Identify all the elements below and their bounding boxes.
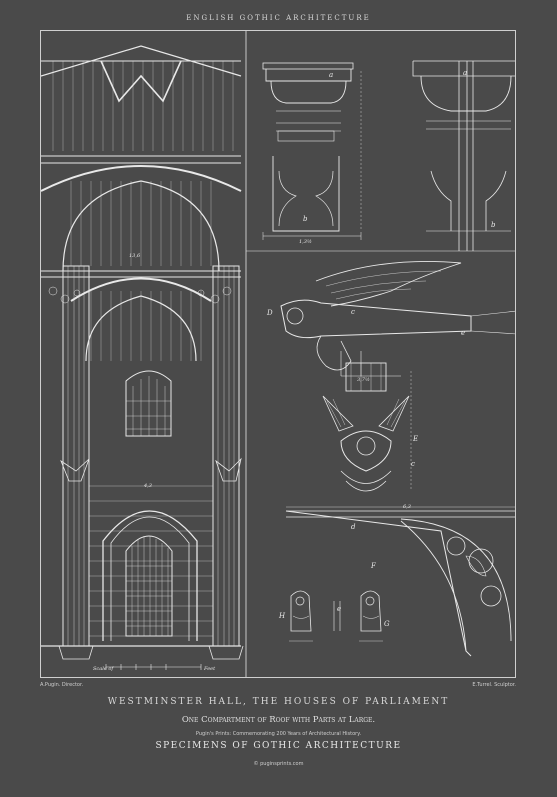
letter-c-mid: c xyxy=(351,308,355,316)
letter-e-upper: E xyxy=(412,435,418,443)
dimension-label: 4,3 xyxy=(143,483,152,489)
drawing-plate: Scale of Feet 4,3 13,6 a b 1,3½ xyxy=(40,30,516,678)
letter-c-lower: c xyxy=(411,460,415,468)
moulding-section-ab: a b 1,3½ xyxy=(262,62,362,245)
dimension-label: 3,7½ xyxy=(357,376,370,383)
angel-head-corbel-e: 3,7½ E c xyxy=(322,362,418,492)
roof-elevation: Scale of Feet 4,3 13,6 xyxy=(41,45,244,672)
letter-h: H xyxy=(278,612,286,620)
dimension-label: 13,6 xyxy=(129,253,141,259)
website-credit: © puginsprints.com xyxy=(253,761,304,767)
header-title: ENGLISH GOTHIC ARCHITECTURE xyxy=(186,14,371,22)
sculptor-credit: E.Turrel. Sculptor. xyxy=(472,682,516,688)
letter-b-upper: b xyxy=(303,215,308,223)
commemorative-note: Pugin's Prints: Commemorating 200 Years … xyxy=(195,731,362,737)
post-capital-elevation: a b xyxy=(412,60,515,251)
letter-b-right: b xyxy=(491,221,496,229)
scale-unit: Feet xyxy=(203,666,216,672)
letter-d-upper: D xyxy=(266,309,273,317)
plate-title: WESTMINSTER HALL, THE HOUSES OF PARLIAME… xyxy=(107,697,450,707)
scale-label: Scale of xyxy=(93,666,114,672)
letter-e-lower: e xyxy=(337,605,341,613)
pierced-spandrel-f: 6,3 d F xyxy=(285,504,515,657)
director-credit: A.Pugin. Director. xyxy=(40,682,84,688)
series-title: SPECIMENS OF GOTHIC ARCHITECTURE xyxy=(155,741,402,751)
dimension-label: 6,3 xyxy=(403,504,411,510)
letter-a-right: a xyxy=(463,69,467,77)
letter-e-mid: e xyxy=(461,329,465,337)
architectural-drawing: Scale of Feet 4,3 13,6 a b 1,3½ xyxy=(41,31,515,677)
dimension-label: 1,3½ xyxy=(299,238,312,245)
angel-corbel-d: D c e xyxy=(266,261,515,377)
letter-g: G xyxy=(384,620,390,628)
small-figures-hg: H e G xyxy=(278,590,390,642)
letter-f: F xyxy=(370,562,377,570)
letter-d-lower: d xyxy=(351,523,356,531)
letter-a-upper: a xyxy=(329,71,333,79)
plate-subtitle: One Compartment of Roof with Parts at La… xyxy=(181,715,376,725)
